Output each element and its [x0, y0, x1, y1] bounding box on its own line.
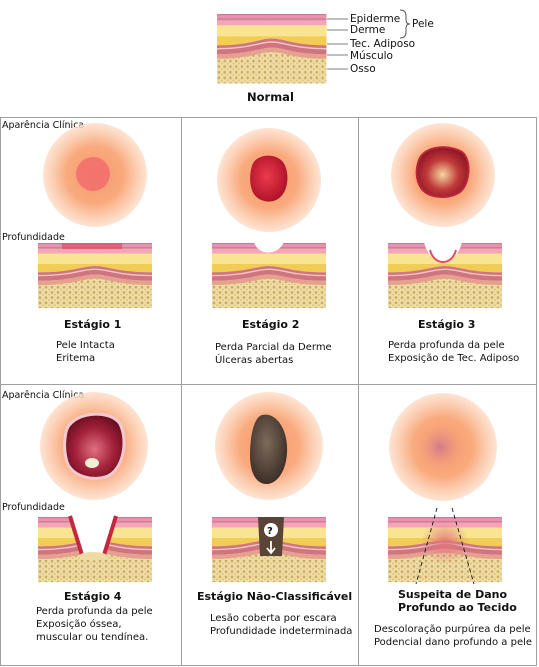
stage-1-desc-line-2: Eritema	[56, 353, 95, 364]
layer-label-adipose: Tec. Adiposo	[349, 38, 415, 50]
stage-4-exposed-bone	[85, 458, 99, 468]
deep-tissue-title-line-1: Suspeita de Dano	[398, 588, 507, 601]
stage-4-title: Estágio 4	[64, 590, 122, 603]
stage-4-desc-line-3: muscular ou tendínea.	[36, 631, 148, 643]
normal-title: Normal	[247, 90, 294, 104]
stage-1-depth-section	[37, 242, 153, 309]
unstageable-eschar	[250, 414, 288, 485]
stage-4-panel: Estágio 4 Perda profunda da pele Exposiç…	[36, 392, 153, 643]
deep-tissue-depth-section	[387, 507, 503, 585]
stage-2-depth-section	[211, 242, 327, 309]
unstageable-desc-line-1: Lesão coberta por escara	[210, 613, 337, 624]
layer-label-dermis: Derme	[350, 24, 385, 36]
deep-tissue-desc-line-2: Podencial dano profundo a pele	[374, 637, 532, 648]
appearance-label-row-2: Aparência Clínica	[2, 390, 84, 401]
stage-3-title: Estágio 3	[418, 318, 475, 331]
layer-label-muscle: Músculo	[350, 50, 393, 62]
stage-1-panel: Estágio 1 Pele Intacta Eritema	[37, 123, 153, 364]
stage-1-desc-line-1: Pele Intacta	[56, 340, 115, 351]
layer-label-bone: Osso	[350, 63, 376, 75]
unstageable-title: Estágio Não-Classificável	[197, 590, 352, 603]
stage-3-desc-line-2: Exposição de Tec. Adiposo	[388, 353, 519, 364]
stage-grid	[0, 117, 537, 666]
layer-label-epidermis: Epiderme	[350, 13, 400, 25]
deep-tissue-title-line-2: Profundo ao Tecido	[398, 601, 517, 614]
deep-tissue-desc-line-1: Descoloração purpúrea da pele	[374, 623, 531, 635]
stage-2-ulcer	[250, 155, 288, 202]
normal-skin-section: Epiderme Derme Tec. Adiposo Músculo Osso…	[216, 9, 434, 104]
stage-1-title: Estágio 1	[64, 318, 121, 331]
stage-4-desc-line-2: Exposição óssea,	[36, 618, 122, 630]
unstageable-depth-section: ?	[211, 516, 327, 583]
unknown-depth-mark: ?	[267, 526, 273, 537]
stage-4-depth-section	[37, 515, 153, 583]
stage-3-panel: Estágio 3 Perda profunda da pele Exposiç…	[387, 123, 519, 364]
stage-3-desc-line-1: Perda profunda da pele	[388, 340, 505, 351]
depth-label-row-2: Profundidade	[2, 502, 65, 513]
deep-tissue-discoloration	[416, 423, 464, 471]
deep-tissue-panel: Suspeita de Dano Profundo ao Tecido Desc…	[374, 393, 532, 648]
skin-label: Pele	[412, 18, 434, 30]
stage-4-crater	[63, 412, 126, 480]
stage-2-panel: Estágio 2 Perda Parcial da Derme Úlceras…	[211, 128, 332, 366]
stage-2-desc-line-1: Perda Parcial da Derme	[215, 342, 332, 353]
stage-1-erythema	[76, 157, 110, 191]
unstageable-panel: ? Estágio Não-Classificável Lesão cobert…	[197, 392, 352, 637]
depth-label-row-1: Profundidade	[2, 232, 65, 243]
unstageable-desc-line-2: Profundidade indeterminada	[210, 626, 352, 637]
stage-3-depth-section	[387, 242, 503, 309]
stage-3-ulcer	[415, 146, 470, 198]
stage-4-desc-line-1: Perda profunda da pele	[36, 606, 153, 617]
appearance-label-row-1: Aparência Clínica	[2, 120, 84, 131]
stage-2-desc-line-2: Úlceras abertas	[215, 353, 293, 366]
stage-2-title: Estágio 2	[242, 318, 299, 331]
